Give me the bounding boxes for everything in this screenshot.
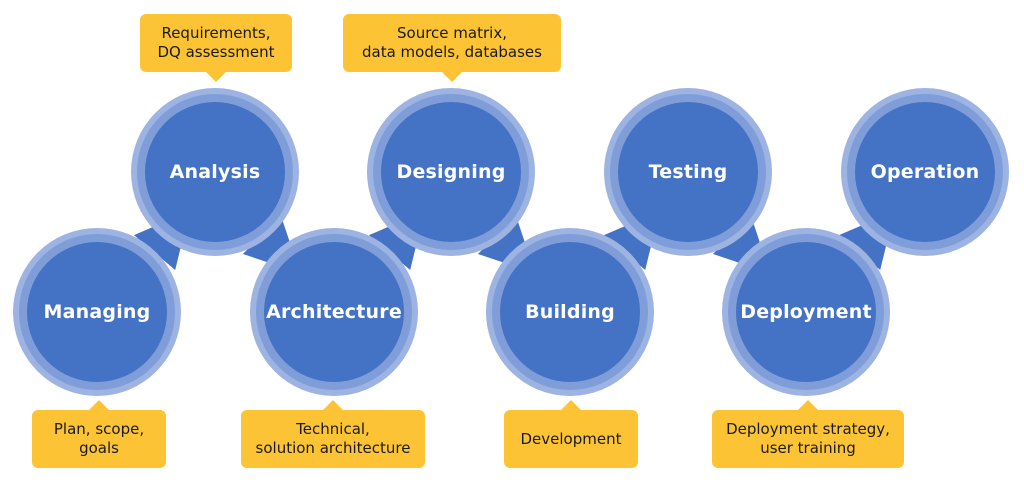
stage-label: Operation: [870, 161, 980, 183]
stage-label: Architecture: [266, 301, 402, 323]
note-text: Technical, solution architecture: [255, 420, 411, 457]
note-text: Development: [520, 429, 622, 448]
note-text: Plan, scope, goals: [53, 420, 145, 457]
note-analysis: Requirements, DQ assessment: [140, 14, 292, 82]
note-deployment: Deployment strategy, user training: [712, 400, 904, 468]
stage-analysis: Analysis: [131, 88, 299, 256]
note-managing: Plan, scope, goals: [32, 400, 166, 468]
stage-operation: Operation: [841, 88, 1009, 256]
note-architecture: Technical, solution architecture: [241, 400, 425, 468]
stage-designing: Designing: [367, 88, 535, 256]
stage-building: Building: [486, 228, 654, 396]
note-building: Development: [504, 400, 638, 468]
stage-label: Deployment: [740, 301, 872, 323]
stage-architecture: Architecture: [250, 228, 418, 396]
note-text: Source matrix, data models, databases: [362, 24, 542, 61]
stage-label: Building: [525, 301, 615, 323]
note-text: Deployment strategy, user training: [726, 420, 890, 457]
stage-deployment: Deployment: [722, 228, 890, 396]
stage-label: Analysis: [169, 161, 261, 183]
stage-managing: Managing: [13, 228, 181, 396]
note-designing: Source matrix, data models, databases: [343, 14, 561, 82]
note-text: Requirements, DQ assessment: [157, 24, 275, 61]
stage-label: Designing: [396, 161, 506, 183]
stage-label: Testing: [648, 161, 728, 183]
stage-testing: Testing: [604, 88, 772, 256]
stage-label: Managing: [43, 301, 151, 323]
